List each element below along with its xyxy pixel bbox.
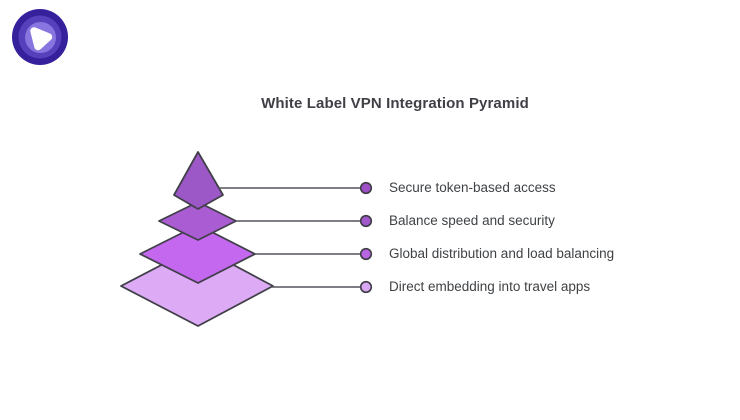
vpn-brand-logo-icon [12, 9, 68, 65]
layer-label-1: Secure token-based access [389, 180, 556, 195]
pyramid-layer-3 [139, 224, 256, 284]
pyramid-layer-1 [173, 151, 224, 210]
connector-dot-3 [359, 247, 373, 261]
connector-dot-1 [359, 181, 373, 195]
logo-triangle-glyph [30, 27, 53, 51]
layer-label-4: Direct embedding into travel apps [389, 279, 591, 294]
pyramid-layer-4 [120, 245, 274, 327]
layer-label-3: Global distribution and load balancing [389, 246, 615, 261]
connector-dot-4 [359, 280, 373, 294]
connector-dot-2 [359, 214, 373, 228]
pyramid-layer-2 [158, 201, 237, 241]
diagram-title: White Label VPN Integration Pyramid [261, 95, 529, 112]
layer-label-2: Balance speed and security [389, 213, 555, 228]
